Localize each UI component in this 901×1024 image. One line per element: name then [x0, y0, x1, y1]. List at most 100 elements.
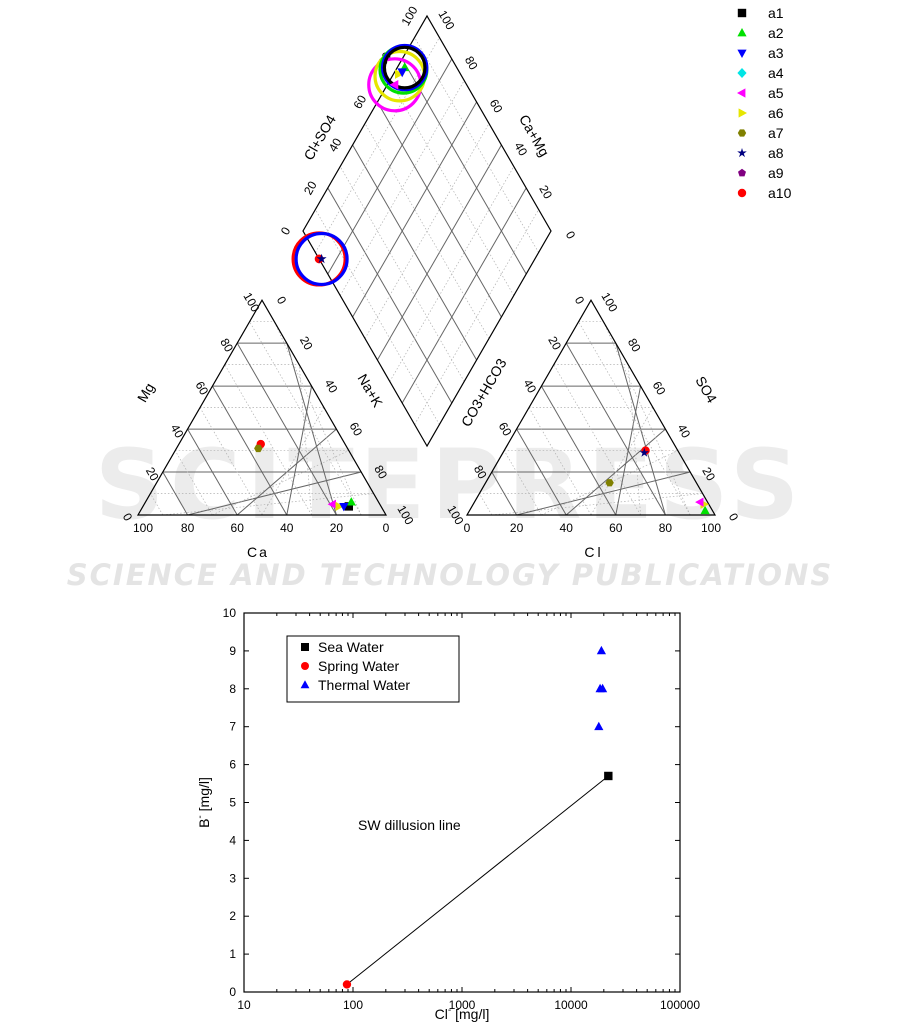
grid-line	[162, 471, 189, 516]
co3-tick-label: 40	[520, 377, 539, 396]
grid-line	[249, 321, 362, 516]
x-axis-label: Cl- [mg/l]	[435, 1005, 490, 1022]
x-tick-label: 10000	[554, 998, 588, 1012]
y-tick-label: 1	[229, 947, 236, 961]
grid-line	[339, 166, 465, 382]
anion-point-a2	[700, 505, 710, 515]
clso4-tick-label: 0	[278, 224, 294, 237]
cation-point-a6	[335, 501, 344, 511]
anion-point-a5	[695, 497, 704, 507]
clso4-tick-label: 40	[326, 135, 345, 154]
cl-tick-label: 100	[701, 521, 721, 535]
grid-line	[187, 428, 238, 516]
legend-marker-sea-water	[301, 643, 309, 651]
y-axis-label: B- [mg/l]	[195, 777, 212, 828]
legend-marker-a6	[738, 108, 747, 118]
y-tick-label: 0	[229, 985, 236, 999]
diamond-point-a5	[389, 80, 399, 90]
legend-marker-a7	[737, 129, 747, 137]
x-axis-label-sup: -	[448, 1005, 451, 1016]
legend-label-a8: a8	[768, 145, 784, 161]
clso4-tick-label: 100	[398, 4, 420, 29]
grid-line	[162, 493, 374, 516]
y-axis-label-unit: [mg/l]	[196, 777, 212, 815]
legend-marker-a2	[737, 28, 747, 37]
y-tick-label: 5	[229, 796, 236, 810]
mg-axis-label: Mg	[134, 380, 158, 405]
diamond-point-a6	[395, 69, 404, 79]
clso4-tick-label: 60	[351, 92, 370, 111]
so4-tick-label: 100	[598, 290, 620, 315]
mg-tick-label: 100	[240, 290, 262, 315]
y-tick-label: 4	[229, 833, 236, 847]
grid-line	[274, 321, 362, 516]
y-axis-label-base: B	[196, 819, 212, 828]
ca-axis-label: Ca	[247, 544, 269, 560]
cl-axis-label: Cl	[584, 544, 603, 560]
y-tick-label: 8	[229, 682, 236, 696]
watermark-logo-text: SCITEPRESS	[95, 429, 805, 541]
legend-label-a5: a5	[768, 85, 784, 101]
diamond-ring-a3	[380, 43, 429, 92]
y-tick-label: 2	[229, 909, 236, 923]
co3-tick-label: 80	[471, 463, 490, 482]
x-tick-label: 100	[343, 998, 363, 1012]
grid-line	[298, 364, 312, 516]
nak-tick-label: 20	[297, 334, 316, 353]
y-tick-label: 9	[229, 644, 236, 658]
diamond-point-a8	[316, 253, 327, 264]
legend-label: Sea Water	[318, 639, 384, 655]
co3-tick-label: 60	[496, 420, 515, 439]
ca-tick-label: 60	[231, 521, 245, 535]
y-tick-label: 7	[229, 720, 236, 734]
legend-marker-a9	[738, 168, 746, 177]
ca-tick-label: 40	[280, 521, 294, 535]
co3-tick-label: 20	[545, 334, 564, 353]
x-axis-label-unit: [mg/l]	[451, 1006, 489, 1022]
watermark-subtitle: SCIENCE AND TECHNOLOGY PUBLICATIONS	[67, 558, 834, 592]
legend-label-a3: a3	[768, 45, 784, 61]
mg-tick-label: 60	[192, 379, 211, 398]
camg-tick-label: 40	[511, 140, 530, 159]
diamond-point-a3	[397, 68, 407, 78]
so4-tick-label: 80	[625, 336, 644, 355]
so4-tick-label: 60	[650, 379, 669, 398]
clso4-tick-label: 20	[301, 178, 320, 197]
co3-axis-label: CO3+HCO3	[458, 355, 510, 429]
grid-line	[352, 101, 478, 318]
dilution-line-label: SW dillusion line	[358, 817, 461, 833]
diamond-frame	[302, 14, 552, 448]
grid-line	[389, 80, 515, 296]
x-tick-label: 10	[237, 998, 251, 1012]
co3-tick-label: 0	[572, 294, 588, 307]
ca-tick-label: 80	[181, 521, 195, 535]
legend-label-a4: a4	[768, 65, 784, 81]
legend-label-a2: a2	[768, 25, 784, 41]
legend-marker-a10	[737, 188, 747, 198]
grid-line	[339, 80, 465, 296]
camg-tick-label: 80	[462, 54, 481, 73]
legend-label-a10: a10	[768, 185, 792, 201]
so4-tick-label: 20	[699, 465, 718, 484]
grid-line	[236, 342, 337, 516]
so4-axis-label: SO4	[692, 373, 720, 405]
cation-point-a7	[254, 444, 263, 453]
dilution-line	[346, 775, 609, 985]
legend-marker-a1	[737, 8, 747, 18]
grid-line	[627, 364, 641, 516]
nak-tick-label: 0	[274, 294, 290, 307]
ca-tick-label: 100	[133, 521, 153, 535]
camg-tick-label: 100	[435, 8, 457, 33]
legend-box	[286, 635, 460, 703]
grid-line	[414, 37, 539, 253]
diamond-ring-a1	[382, 45, 427, 90]
point-sea-water	[604, 771, 613, 781]
grid-line	[603, 321, 691, 516]
grid-line	[414, 209, 539, 425]
grid-line	[491, 471, 518, 516]
legend-marker-a3	[737, 49, 747, 58]
